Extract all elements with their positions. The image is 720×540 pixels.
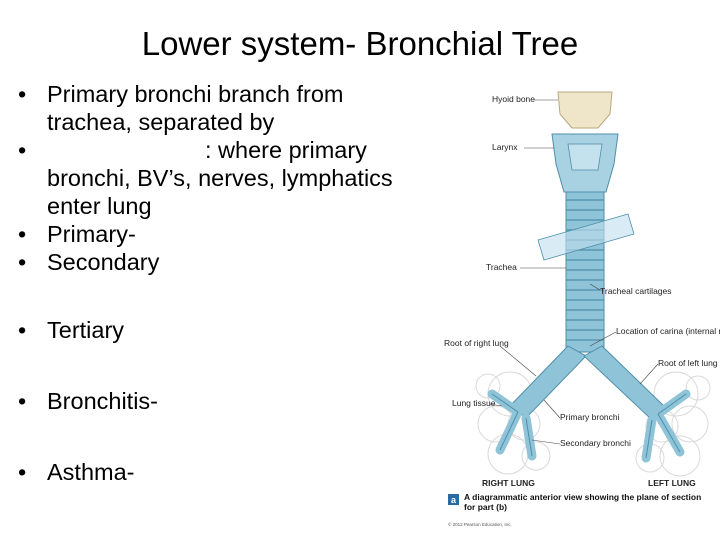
label-larynx: Larynx	[492, 142, 518, 152]
trachea	[565, 191, 605, 353]
label-right-lung: RIGHT LUNG	[482, 478, 535, 488]
bullet-text: Bronchitis-	[47, 388, 159, 414]
bullet-list: • Primary bronchi branch from trachea, se…	[18, 80, 438, 486]
bullet-item: • Bronchitis-	[18, 387, 438, 415]
bullet-text: Asthma-	[47, 459, 135, 485]
bullet-dot: •	[18, 249, 27, 275]
label-trachea: Trachea	[486, 262, 517, 272]
hyoid-bone	[557, 91, 613, 129]
bullet-text: Tertiary	[47, 317, 125, 343]
bullet-text: Primary-	[47, 221, 136, 247]
bronchial-tree-figure: Hyoid bone Larynx Trachea Tracheal carti…	[444, 91, 720, 527]
bullet-dot: •	[18, 388, 27, 414]
bullet-dot: •	[18, 459, 27, 485]
label-lung-tissue: Lung tissue	[452, 398, 496, 408]
left-lung-tissue	[635, 371, 711, 477]
larynx-detail	[567, 143, 603, 171]
bullet-text: Primary bronchi branch from trachea, sep…	[47, 81, 344, 135]
label-hyoid-bone: Hyoid bone	[492, 94, 535, 104]
label-root-left: Root of left lung	[658, 358, 718, 368]
bullet-dot: •	[18, 81, 27, 107]
label-secondary-bronchi: Secondary bronchi	[560, 438, 631, 448]
bullet-text: Secondary	[47, 249, 160, 275]
label-primary-bronchi: Primary bronchi	[560, 412, 620, 422]
label-root-right: Root of right lung	[444, 338, 509, 348]
bullet-dot: •	[18, 221, 27, 247]
caption-letter: a	[451, 495, 457, 505]
bullet-item: • : where primary bronchi, BV’s, nerves, …	[18, 136, 438, 220]
bullet-item: • Tertiary	[18, 316, 438, 344]
label-carina: Location of carina (internal ridge)	[616, 326, 720, 336]
caption-badge	[448, 494, 459, 505]
bullet-item: • Secondary	[18, 248, 438, 276]
bullet-text: : where primary bronchi, BV’s, nerves, l…	[47, 137, 393, 219]
copyright-text: © 2012 Pearson Education, Inc.	[448, 521, 512, 527]
bullet-item: • Asthma-	[18, 458, 438, 486]
right-primary-bronchus	[509, 345, 587, 419]
bullet-dot: •	[18, 137, 27, 163]
secondary-bronchi-outline	[491, 393, 687, 459]
bullet-dot: •	[18, 317, 27, 343]
leader-lines	[489, 99, 659, 445]
section-plane	[537, 213, 635, 261]
label-tracheal-cartilages: Tracheal cartilages	[600, 286, 672, 296]
bullet-item: • Primary-	[18, 220, 438, 248]
figure-caption: A diagrammatic anterior view showing the…	[464, 492, 702, 512]
left-primary-bronchus	[583, 345, 667, 421]
label-left-lung: LEFT LUNG	[648, 478, 696, 488]
bullet-item: • Primary bronchi branch from trachea, se…	[18, 80, 438, 136]
slide-title: Lower system- Bronchial Tree	[141, 25, 579, 62]
